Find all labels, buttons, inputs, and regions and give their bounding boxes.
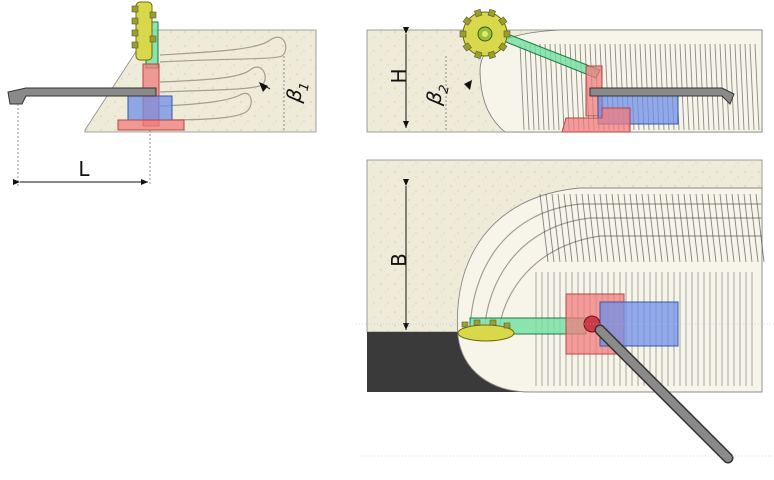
base-plate [117,119,185,131]
boom-arm [589,87,735,105]
gear-housing [127,95,173,121]
cutter-head-icon [131,1,157,61]
rock-face [84,29,317,133]
cutter-head-icon [457,319,515,342]
boom-arm [7,87,157,105]
angle-label-beta2: β2 [421,81,453,108]
side-section-panel: L β1 [7,1,317,186]
dimension-label-l: L [78,157,90,181]
cutter-head-icon [459,8,511,60]
cut-shelf-upper [159,36,287,63]
angle-label-beta1: β1 [281,78,313,105]
front-view-panel: H β2 [366,8,763,133]
dimension-label-b: B [387,253,411,267]
dimension-label-h: H [387,68,411,83]
cut-shelf-lower [159,92,252,121]
cut-shelf-middle [159,66,266,93]
base-plate [561,107,631,133]
plan-view-panel: B [366,159,765,464]
